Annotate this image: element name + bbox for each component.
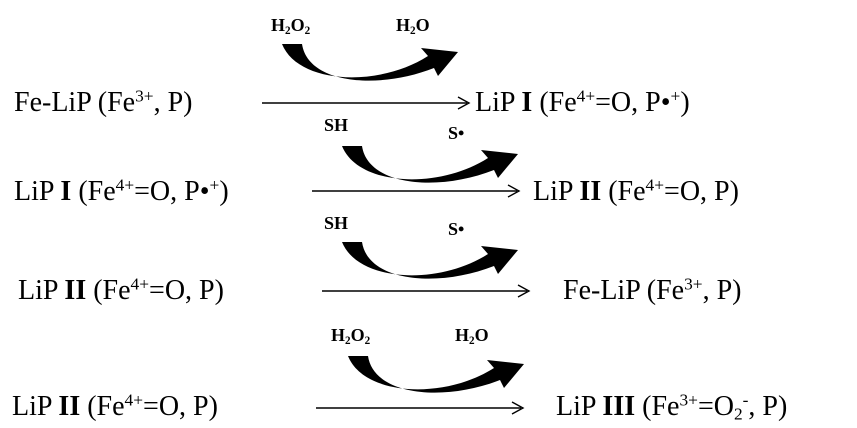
- reaction-2-cofactor-out: S•: [448, 123, 465, 143]
- reaction-3-arrow: [322, 284, 531, 298]
- reaction-3-product: Fe-LiP (Fe3+, P): [563, 274, 742, 306]
- reaction-2-curved-arrow: [342, 146, 518, 183]
- reaction-4-cofactor-in: H2O2: [331, 325, 371, 347]
- reaction-2-product: LiP II (Fe4+=O, P): [533, 175, 739, 207]
- reaction-1-cofactor-in: H2O2: [271, 15, 311, 37]
- reaction-2-reactant: LiP I (Fe4+=O, P•+): [14, 175, 229, 207]
- reaction-2-arrow: [312, 184, 521, 198]
- reaction-1-arrow: [262, 96, 471, 110]
- reaction-1-product: LiP I (Fe4+=O, P•+): [475, 86, 690, 118]
- reaction-2-cofactor-in: SH: [324, 115, 349, 135]
- reaction-3-curved-arrow: [342, 242, 518, 279]
- reaction-4-reactant: LiP II (Fe4+=O, P): [12, 390, 218, 422]
- reaction-1-curved-arrow: [282, 44, 458, 81]
- reaction-4-cofactor-out: H2O: [455, 325, 489, 347]
- reaction-1-cofactor-out: H2O: [396, 15, 430, 37]
- reaction-3-cofactor-in: SH: [324, 213, 349, 233]
- reaction-4-product: LiP III (Fe3+=O2-, P): [556, 390, 788, 424]
- reaction-3-cofactor-out: S•: [448, 219, 465, 239]
- reaction-4-curved-arrow: [348, 356, 524, 393]
- reaction-1-reactant: Fe-LiP (Fe3+, P): [14, 86, 193, 118]
- reaction-3-reactant: LiP II (Fe4+=O, P): [18, 274, 224, 306]
- reaction-4-arrow: [316, 401, 525, 415]
